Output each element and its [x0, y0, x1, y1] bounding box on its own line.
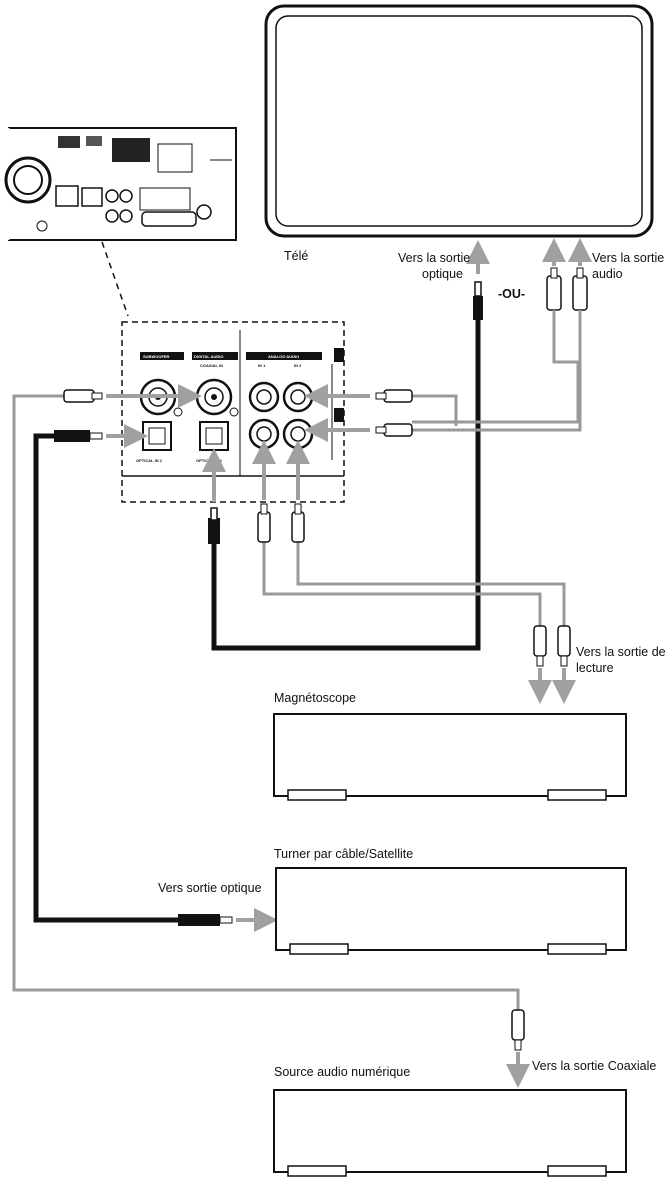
vcr-label: Magnétoscope	[274, 691, 356, 705]
analog-audio-label: ANALOG AUDIO	[268, 354, 299, 359]
audio-out-label-1: Vers la sortie	[592, 251, 664, 265]
optical-in-2-port	[199, 421, 229, 451]
optical-out-label-2: optique	[422, 267, 463, 281]
optical-plug-receiver	[208, 507, 220, 544]
coaxial-plug-receiver	[63, 389, 103, 403]
optical-in2-label: OPTICAL IN 2	[196, 458, 223, 463]
vcr-device	[273, 713, 627, 801]
optical-plug-tv	[473, 281, 483, 320]
audio-cable-tv-l	[412, 310, 580, 424]
rca-plugs-vcr	[533, 625, 571, 667]
rca-plugs-in1	[257, 503, 305, 543]
digital-audio-label: DIGITAL AUDIO	[194, 354, 223, 359]
optical-cable-tuner	[33, 433, 180, 923]
audio-cable-tv-r	[412, 310, 582, 432]
zoom-connector	[101, 241, 129, 317]
coaxial-out-label: Vers la sortie Coaxiale	[532, 1059, 656, 1073]
audio-out-label-2: audio	[592, 267, 623, 281]
audio-cable-vcr-r	[296, 540, 566, 626]
digital-source-device	[273, 1089, 627, 1177]
digital-source-label: Source audio numérique	[274, 1065, 410, 1079]
cable-tuner-device	[275, 867, 627, 955]
playback-out-label-2: lecture	[576, 661, 614, 675]
optical-plug-receiver-in1	[54, 430, 103, 442]
tv-label: Télé	[284, 249, 308, 263]
coaxial-plug-source	[511, 1009, 525, 1051]
in2-label: IN 2	[294, 363, 302, 368]
receiver-rear-panel	[4, 127, 237, 241]
subwoofer-label: SUBWOOFER	[143, 354, 170, 359]
rca-plugs-in2	[375, 389, 413, 437]
playback-out-label-1: Vers la sortie de	[576, 645, 665, 659]
optical-out-label-1: Vers la sortie	[398, 251, 470, 265]
in1-label: IN 1	[258, 363, 266, 368]
tv-audio-plugs	[546, 267, 588, 311]
audio-cable-vcr-l	[262, 540, 542, 626]
optical-cable-tv	[211, 318, 481, 651]
optical-plug-tuner	[178, 914, 233, 926]
tv-device	[264, 4, 654, 238]
coaxial-cable	[12, 394, 520, 1016]
optical-in1-label: OPTICAL IN 1	[136, 458, 163, 463]
optical-in-1-port	[142, 421, 172, 451]
or-label: -OU-	[498, 287, 525, 301]
cable-tuner-label: Turner par câble/Satellite	[274, 847, 413, 861]
coaxial-in-label: COAXIAL IN	[200, 363, 223, 368]
optical-out-left-label: Vers sortie optique	[158, 881, 262, 895]
zoomed-input-panel: SUBWOOFER DIGITAL AUDIO COAXIAL IN ANALO…	[121, 321, 345, 503]
